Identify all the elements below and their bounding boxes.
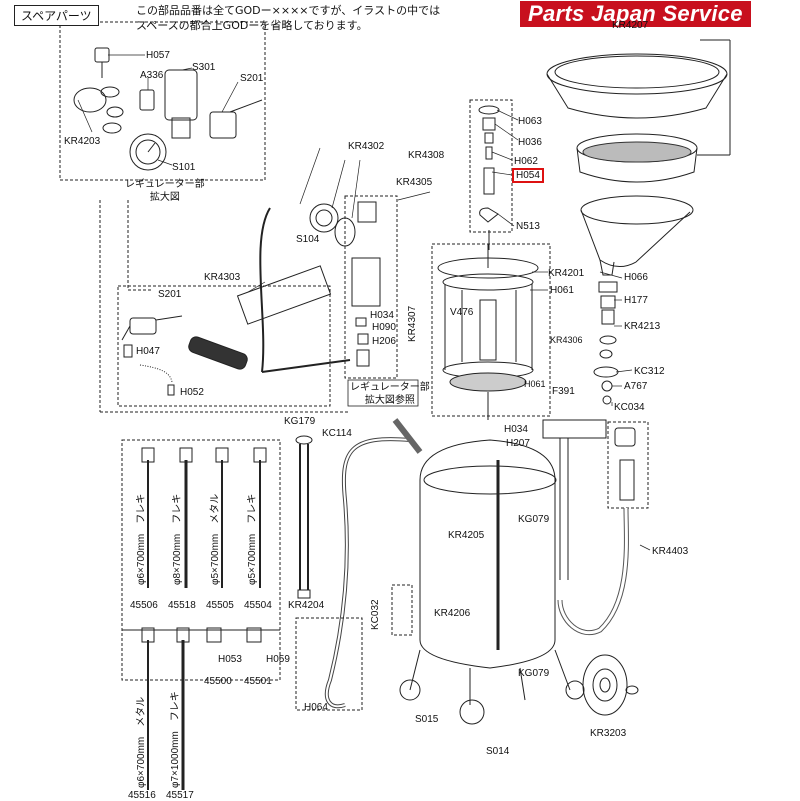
label-45517: 45517 [166,790,194,801]
caption-regulator-ref: レギュレーター部 拡大図参照 [350,382,430,406]
label-KR4213: KR4213 [624,321,661,332]
label-S201-inset: S201 [240,73,264,84]
label-KC032: KC032 [370,599,381,630]
label-45506: 45506 [130,600,158,611]
label-S015: S015 [415,714,439,725]
probe-label-2: φ8×700mm フレキ [172,493,183,585]
label-A336: A336 [140,70,164,81]
probe-label-3: φ5×700mm メタル [210,493,221,585]
label-H053: H053 [218,654,242,665]
label-H034-low: H034 [504,424,528,435]
label-H063: H063 [518,116,542,127]
probe-label-6: φ7×1000mm フレキ [170,691,181,788]
sight-gauge-kr4307 [431,243,551,420]
label-KR4307: KR4307 [407,305,418,342]
probe-tubes [141,447,267,790]
label-KR4308: KR4308 [408,150,445,161]
label-KR4306: KR4306 [550,335,583,345]
label-KR4203: KR4203 [64,136,101,147]
label-KR4207: KR4207 [612,20,649,31]
s201-group [121,315,248,396]
hose-kc114 [324,437,411,709]
wand-kg179 [295,435,313,599]
label-KR4305: KR4305 [396,177,433,188]
regulator-inset-frame [59,21,266,181]
label-KC312: KC312 [634,366,665,377]
label-H206: H206 [372,336,396,347]
label-45518: 45518 [168,600,196,611]
label-H064: H064 [304,702,328,713]
label-H057: H057 [146,50,170,61]
label-H052: H052 [180,387,204,398]
tank [391,418,585,725]
label-H066: H066 [624,272,648,283]
label-45501: 45501 [244,676,272,687]
regulator-inset-parts [73,47,263,171]
label-H207: H207 [506,438,530,449]
label-H061-low: H061 [524,379,546,389]
label-45500: 45500 [204,676,232,687]
label-KG079-b: KG079 [518,668,550,679]
probe-label-1: φ6×700mm フレキ [136,493,147,585]
label-KR4403: KR4403 [652,546,689,557]
label-S301: S301 [192,62,216,73]
label-KR4201: KR4201 [548,268,585,279]
label-H061-top: H061 [550,285,574,296]
kr4308-frame [469,99,513,233]
label-KR4206: KR4206 [434,608,471,619]
regulator-group [236,201,381,373]
label-KR4303: KR4303 [204,272,241,283]
label-KR3203: KR3203 [590,728,627,739]
probe-label-5: φ6×700mm メタル [136,696,147,788]
label-H062: H062 [514,156,538,167]
label-S101: S101 [172,162,196,173]
label-H036: H036 [518,137,542,148]
label-H090: H090 [372,322,396,333]
kr4308-parts [478,105,500,250]
brand-logo: Parts Japan Service [520,1,751,27]
label-KC034: KC034 [614,402,645,413]
label-H047: H047 [136,346,160,357]
label-S014: S014 [486,746,510,757]
label-H054-highlighted: H054 [512,168,544,183]
spare-parts-tag: スペアパーツ [14,5,99,26]
label-F391: F391 [552,386,575,397]
label-KR4302: KR4302 [348,141,385,152]
label-KG179: KG179 [284,416,316,427]
label-A767: A767 [624,381,648,392]
label-KC114: KC114 [322,428,352,439]
label-V476: V476 [450,307,474,318]
hose-kr4403 [557,507,629,636]
label-S201: S201 [158,289,182,300]
funnel-assembly [546,39,731,276]
header-note: この部品品番は全てGODー××××ですが、イラストの中では スペースの都合上GO… [136,3,440,33]
label-KR4205: KR4205 [448,530,485,541]
label-N513: N513 [516,221,540,232]
probe-label-4: φ5×700mm フレキ [247,493,258,585]
label-45516: 45516 [128,790,156,801]
caption-regulator-enlarged: レギュレーター部 拡大図 [125,179,205,203]
label-45504: 45504 [244,600,272,611]
wheel-kr3203 [582,654,639,716]
label-H059: H059 [266,654,290,665]
label-45505: 45505 [206,600,234,611]
header-note-line1: この部品品番は全てGODー××××ですが、イラストの中では [136,4,441,17]
label-KR4204: KR4204 [288,600,325,611]
label-H177: H177 [624,295,648,306]
label-H034-reg: H034 [370,310,394,321]
label-S104: S104 [296,234,320,245]
label-KG079-a: KG079 [518,514,550,525]
header-note-line2: スペースの都合上GODーを省略しております。 [136,19,368,32]
